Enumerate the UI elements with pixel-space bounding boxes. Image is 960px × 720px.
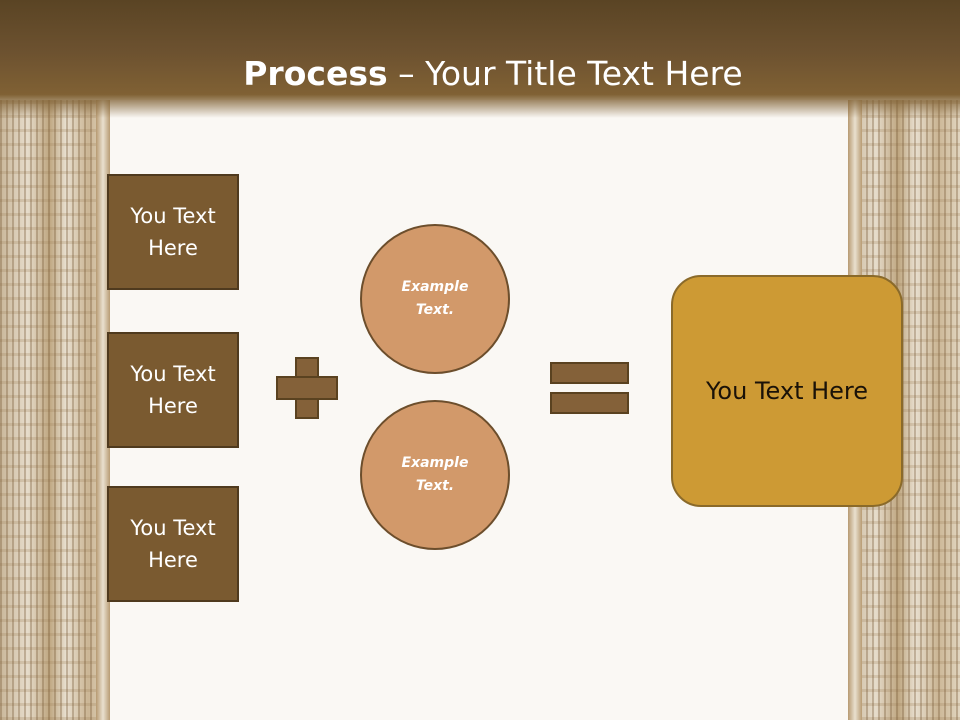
example-circle-2-label: Example Text. [401, 455, 469, 494]
input-box-3-label: You Text Here [130, 516, 216, 572]
frame-left-inner-molding [96, 100, 110, 720]
title-strong: Process [243, 54, 388, 93]
result-box-label: You Text Here [705, 377, 869, 405]
title-rest: – Your Title Text Here [387, 54, 743, 93]
result-box: You Text Here [671, 275, 903, 507]
input-box-3: You Text Here [107, 486, 239, 602]
input-box-2-label: You Text Here [130, 362, 216, 418]
input-box-2: You Text Here [107, 332, 239, 448]
example-circle-1-label: Example Text. [401, 279, 469, 318]
input-box-1: You Text Here [107, 174, 239, 290]
frame-left-border [0, 100, 110, 720]
slide-title: Process – Your Title Text Here [0, 52, 960, 96]
example-circle-2: Example Text. [360, 400, 510, 550]
input-box-1-label: You Text Here [130, 204, 216, 260]
title-bar: Process – Your Title Text Here [0, 0, 960, 118]
example-circle-1: Example Text. [360, 224, 510, 374]
